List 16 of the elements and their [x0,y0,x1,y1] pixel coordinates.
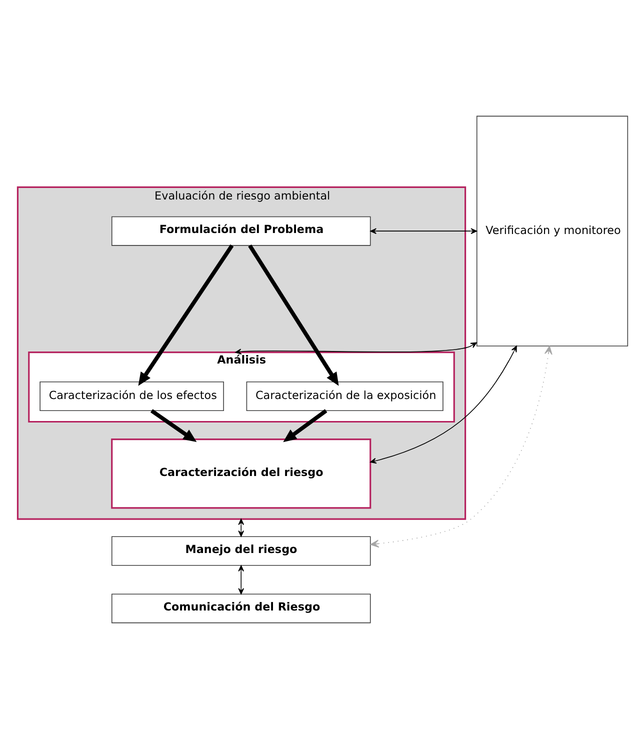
arrow [370,228,478,234]
node-box: Verificación y monitoreo [476,115,628,346]
arrow [150,408,197,442]
arrow [138,244,234,386]
arrow [238,518,244,536]
arrow [235,342,477,354]
node-box: Manejo del riesgo [111,536,371,566]
node-box: Caracterización del riesgo [111,438,372,508]
node-box: Caracterización de los efectos [40,380,224,410]
node-box: Comunicación del Riesgo [111,593,371,623]
arrow [248,244,339,386]
node-box: Formulación del Problema [111,216,371,246]
arrow [370,345,552,548]
arrow [238,564,244,594]
arrow [370,345,517,464]
node-box: Caracterización de la exposición [246,380,444,410]
